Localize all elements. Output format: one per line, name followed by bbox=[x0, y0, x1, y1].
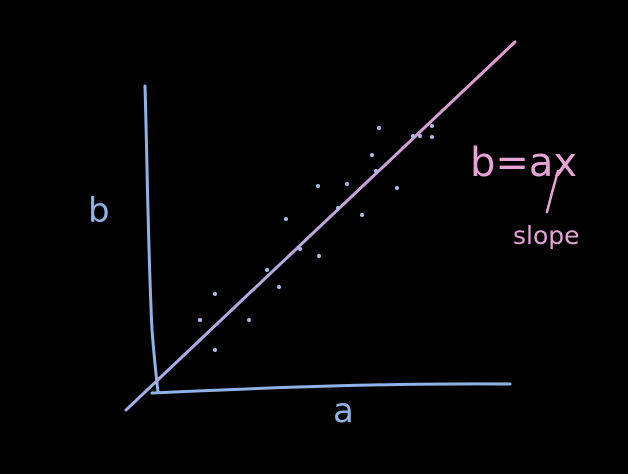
data-point bbox=[345, 182, 349, 186]
data-point bbox=[395, 186, 399, 190]
y-axis-label: b bbox=[88, 191, 110, 231]
data-point bbox=[213, 348, 217, 352]
data-point bbox=[284, 217, 288, 221]
data-point bbox=[430, 135, 434, 139]
data-point bbox=[247, 318, 251, 322]
y-axis bbox=[143, 84, 160, 394]
data-point bbox=[377, 126, 381, 130]
data-point bbox=[411, 134, 415, 138]
data-point bbox=[317, 254, 321, 258]
data-point bbox=[316, 184, 320, 188]
x-axis-label: a bbox=[333, 391, 354, 431]
data-point bbox=[298, 247, 302, 251]
x-axis bbox=[150, 382, 512, 395]
slope-label: slope bbox=[513, 221, 580, 250]
data-point bbox=[198, 318, 202, 322]
slope-pointer bbox=[545, 169, 560, 214]
data-point bbox=[374, 169, 378, 173]
data-point bbox=[370, 153, 374, 157]
data-point bbox=[336, 206, 340, 210]
data-point bbox=[360, 213, 364, 217]
equation-label: b=ax bbox=[470, 140, 577, 186]
fit-line bbox=[124, 40, 517, 412]
data-point bbox=[430, 124, 434, 128]
data-points bbox=[198, 124, 434, 352]
data-point bbox=[277, 285, 281, 289]
data-point bbox=[265, 268, 269, 272]
data-point bbox=[418, 134, 422, 138]
data-point bbox=[213, 292, 217, 296]
